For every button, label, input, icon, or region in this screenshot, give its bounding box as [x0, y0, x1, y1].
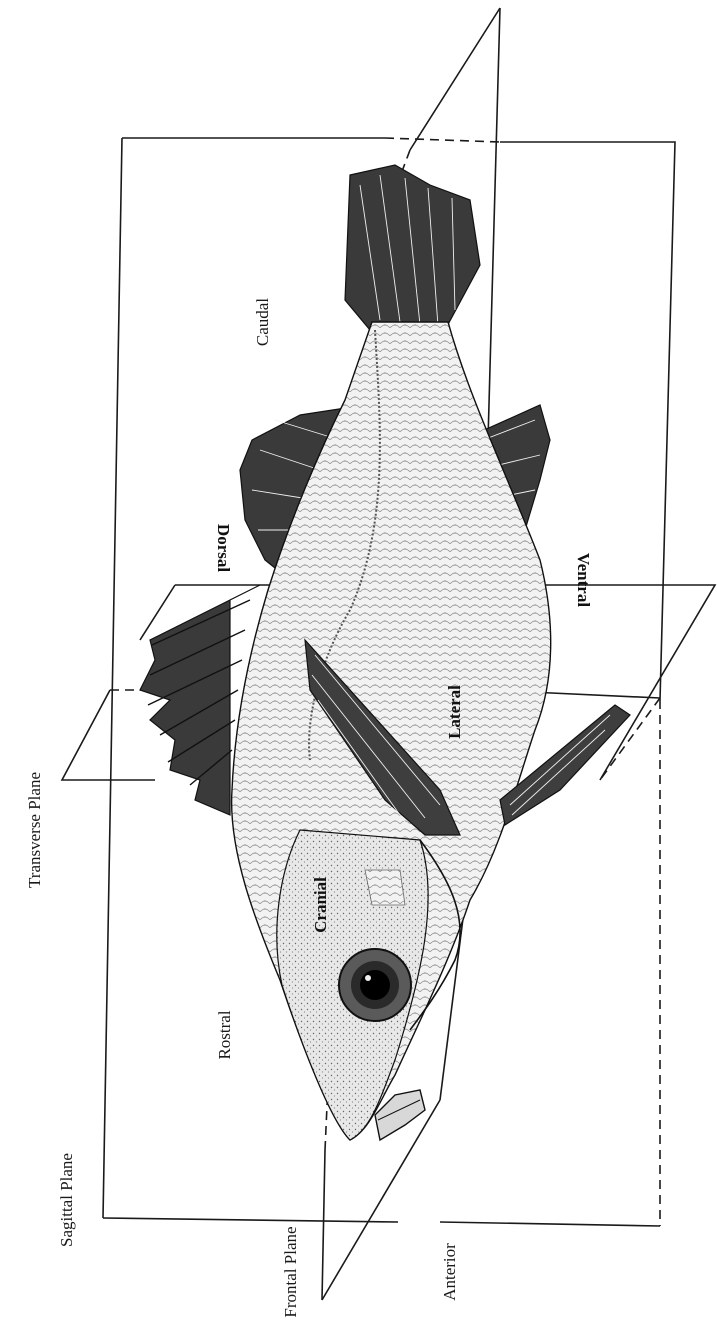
label-anterior: Anterior	[440, 1243, 459, 1301]
label-dorsal: Dorsal	[214, 524, 233, 572]
fish-illustration	[140, 165, 630, 1140]
label-cranial: Cranial	[311, 877, 330, 933]
label-rostral: Rostral	[215, 1010, 234, 1059]
label-caudal: Caudal	[253, 298, 272, 346]
label-transverse-plane: Transverse Plane	[25, 772, 44, 888]
label-frontal-plane: Frontal Plane	[281, 1226, 300, 1317]
label-lateral: Lateral	[445, 685, 464, 739]
label-ventral: Ventral	[574, 553, 593, 607]
fish-eye	[339, 949, 411, 1021]
label-sagittal-plane: Sagittal Plane	[57, 1153, 76, 1247]
